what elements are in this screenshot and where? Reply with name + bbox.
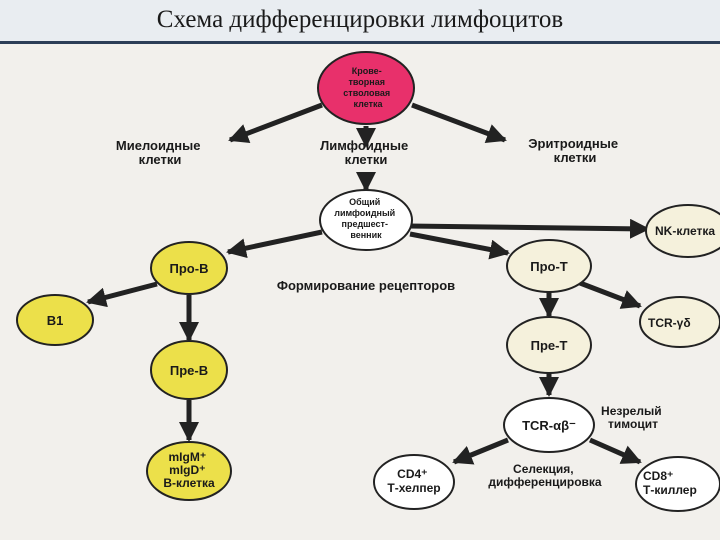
cd8-line-1: CD8⁺ — [643, 469, 673, 483]
node-stem-cell: Крове- творная стволовая клетка — [317, 51, 415, 125]
title-bar: Схема дифференцировки лимфоцитов — [0, 0, 720, 44]
cd8-line-2: Т-киллер — [643, 483, 697, 497]
label-erythroid-line-2: клетки — [554, 150, 597, 165]
node-pro-b: Про-В — [150, 241, 228, 295]
stem-cell-line-3: стволовая — [343, 88, 390, 98]
arrows — [86, 102, 650, 465]
svg-text:Эритроидные клетки: Эритроидные клетки — [528, 136, 621, 165]
arrow-clp-to-pro-b — [226, 229, 323, 259]
node-cd8: CD8⁺ Т-киллер — [635, 456, 720, 512]
pre-b-label: Пре-В — [170, 363, 208, 378]
mature-b-line-2: mIgD⁺ — [169, 463, 205, 477]
node-stem-cell-shape — [317, 51, 415, 125]
node-pre-t-shape — [506, 316, 592, 374]
node-tcr-gd-shape — [639, 296, 720, 348]
arrow-clp-to-pro-t — [409, 231, 510, 260]
svg-text:Миелоидные клетки: Миелоидные клетки — [116, 138, 204, 167]
label-myeloid-line-1: Миелоидные — [116, 138, 201, 153]
label-lymphoid-line-2: клетки — [345, 152, 388, 167]
label-selection-line-1: Селекция, — [513, 462, 574, 476]
node-nk-shape — [645, 204, 720, 258]
arrow-pro-b-to-b1 — [86, 281, 158, 308]
b1-label: В1 — [47, 313, 64, 328]
node-b1: В1 — [16, 294, 94, 346]
arrow-stem-to-erythroid — [411, 102, 507, 144]
label-immature-line-2: тимоцит — [608, 417, 658, 431]
label-selection-line-2: дифференцировка — [488, 475, 602, 489]
arrow-pro-t-to-tcr-gd — [579, 280, 642, 309]
node-tcr-gd: TCR-γδ — [639, 296, 720, 348]
pre-t-label: Пре-Т — [531, 338, 568, 353]
node-cd4-shape — [373, 454, 455, 510]
node-common-lymphoid-progenitor: Общий лимфоидный предшест- венник — [319, 189, 413, 251]
mature-b-line-1: mIgM⁺ — [168, 450, 206, 464]
arrow-stem-to-myeloid — [228, 102, 323, 143]
node-pro-t: Про-Т — [506, 239, 592, 293]
label-immature-line-1: Незрелый — [601, 404, 662, 418]
svg-text:mIgM⁺ mIgD⁺ В-клет: mIgM⁺ mIgD⁺ В-клетка — [163, 450, 215, 490]
label-receptor-formation: Формирование рецепторов — [277, 278, 455, 293]
label-erythroid-line-1: Эритроидные — [528, 136, 618, 151]
node-pre-b-shape — [150, 340, 228, 400]
node-mature-b-shape — [146, 441, 232, 501]
node-tcr-ab-shape — [503, 397, 595, 453]
label-lymphoid-line-1: Лимфоидные — [320, 138, 408, 153]
svg-text:Крове- творная ств: Крове- творная стволовая клетка — [343, 66, 392, 109]
svg-text:Незрелый тимоцит: Незрелый тимоцит — [601, 404, 665, 431]
stem-cell-line-4: клетка — [353, 99, 383, 109]
svg-text:Лимфоидные клетки: Лимфоидные клетки — [320, 138, 412, 167]
cd4-line-2: Т-хелпер — [387, 481, 440, 495]
svg-text:Общий лимфоидный п: Общий лимфоидный предшест- венник — [334, 197, 397, 240]
node-pro-t-shape — [506, 239, 592, 293]
node-b1-shape — [16, 294, 94, 346]
cd4-line-1: CD4⁺ — [397, 467, 427, 481]
pro-b-label: Про-В — [170, 261, 209, 276]
stem-cell-line-2: творная — [348, 77, 385, 87]
node-pre-t: Пре-Т — [506, 316, 592, 374]
tcr-ab-label: TCR-αβ⁻ — [522, 418, 576, 433]
page-title: Схема дифференцировки лимфоцитов — [156, 6, 564, 33]
arrow-tcr-ab-to-cd8 — [588, 437, 642, 465]
arrow-clp-to-nk — [407, 218, 650, 239]
node-pro-b-shape — [150, 241, 228, 295]
node-tcr-ab: TCR-αβ⁻ — [503, 397, 595, 453]
clp-line-2: лимфоидный — [334, 208, 395, 218]
node-clp-shape — [319, 189, 413, 251]
stem-cell-line-1: Крове- — [352, 66, 382, 76]
node-cd4: CD4⁺ Т-хелпер — [373, 454, 455, 510]
svg-text:Селекция, дифференцировка: Селекция, дифференцировка — [488, 462, 602, 489]
tcr-gd-label: TCR-γδ — [648, 316, 691, 330]
node-nk: NK-клетка — [645, 204, 720, 258]
clp-line-4: венник — [350, 230, 382, 240]
arrow-tcr-ab-to-cd4 — [452, 437, 509, 465]
node-mature-b: mIgM⁺ mIgD⁺ В-клетка — [146, 441, 232, 501]
svg-text:CD4⁺ Т-хелпер: CD4⁺ Т-хелпер — [387, 467, 440, 495]
clp-line-3: предшест- — [342, 219, 388, 229]
clp-line-1: Общий — [349, 197, 380, 207]
label-myeloid-line-2: клетки — [139, 152, 182, 167]
svg-text:CD8⁺ Т-киллер: CD8⁺ Т-киллер — [643, 469, 697, 497]
node-pre-b: Пре-В — [150, 340, 228, 400]
mature-b-line-3: В-клетка — [163, 476, 215, 490]
nk-label: NK-клетка — [655, 224, 715, 238]
pro-t-label: Про-Т — [530, 259, 568, 274]
node-cd8-shape — [635, 456, 720, 512]
